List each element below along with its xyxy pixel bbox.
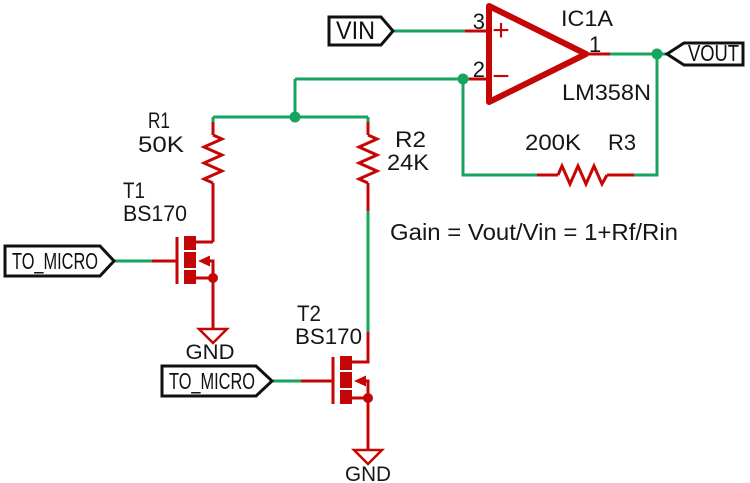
opamp-plus-sign: + (492, 14, 510, 47)
r3-designator: R3 (608, 130, 636, 155)
opamp-pin1-number: 1 (589, 32, 601, 57)
vin-flag-shape (327, 15, 395, 47)
net-wires (110, 29, 667, 383)
vout-flag: VOUT (664, 40, 745, 67)
opamp-part-number: LM358N (562, 80, 651, 105)
opamp-designator: IC1A (561, 6, 613, 31)
t2-drain-segment (340, 356, 352, 370)
to-micro-flag-1: TO_MICRO (3, 244, 117, 278)
to-micro-flag-2: TO_MICRO (160, 364, 275, 398)
to-micro-flag-1-label: TO_MICRO (12, 248, 98, 274)
r3-value: 200K (525, 130, 581, 155)
gnd-symbol-1: GND (186, 327, 235, 364)
r2-value: 24K (387, 150, 429, 175)
wire-feedback-right (634, 54, 659, 177)
t1-body-connect (210, 259, 215, 278)
t1-body-segment (184, 252, 196, 268)
t2-body-segment (340, 372, 352, 388)
vin-flag: VIN (327, 15, 395, 47)
t2-body-arrow-icon (354, 375, 366, 387)
t2-source-segment (340, 390, 352, 404)
junction-dot-output (651, 48, 663, 60)
to-micro-flag-1-shape (3, 244, 117, 278)
junction-dot-rail (289, 111, 301, 123)
t2-drain-connect (352, 332, 370, 364)
gnd-symbol-2: GND (345, 448, 391, 483)
junction-dot-inverting (457, 73, 469, 85)
t2-body-connect (366, 379, 370, 398)
wire-feedback-left (461, 79, 537, 177)
r2-zigzag (355, 133, 381, 185)
t2-designator: T2 (297, 301, 321, 326)
opamp-pin3-number: 3 (473, 9, 485, 34)
t1-designator: T1 (123, 178, 145, 203)
t2-part-number: BS170 (295, 324, 362, 349)
gnd2-triangle-icon (350, 448, 386, 466)
r1-value: 50K (138, 132, 184, 157)
gnd1-triangle-icon (195, 327, 231, 345)
gnd1-label: GND (186, 341, 235, 364)
resistor-r1: R1 50K (138, 108, 226, 242)
resistor-r2: R2 24K (355, 122, 429, 211)
opamp-minus-sign: − (492, 60, 510, 93)
mosfet-t2: T2 BS170 (295, 301, 373, 450)
mosfet-t1: T1 BS170 (123, 178, 218, 329)
r1-designator: R1 (148, 108, 170, 133)
to-micro-flag-2-shape (160, 364, 275, 398)
gain-formula-annotation: Gain = Vout/Vin = 1+Rf/Rin (390, 219, 678, 245)
resistor-r3: 200K R3 (525, 130, 636, 188)
gnd2-label: GND (345, 463, 391, 483)
vout-flag-shape (664, 41, 745, 67)
vout-flag-label: VOUT (688, 40, 739, 66)
opamp-ic1a: + − 3 2 1 IC1A LM358N (465, 3, 651, 105)
to-micro-flag-2-label: TO_MICRO (169, 368, 255, 394)
t1-body-arrow-icon (198, 255, 210, 267)
opamp-pin2-number: 2 (473, 57, 485, 82)
r2-designator: R2 (395, 127, 426, 152)
t1-source-segment (184, 270, 196, 284)
t1-drain-segment (184, 236, 196, 250)
r1-zigzag (200, 133, 226, 185)
vin-flag-label: VIN (336, 17, 375, 45)
r3-zigzag (556, 162, 609, 188)
t1-part-number: BS170 (123, 201, 187, 226)
opamp-triangle (486, 3, 589, 105)
